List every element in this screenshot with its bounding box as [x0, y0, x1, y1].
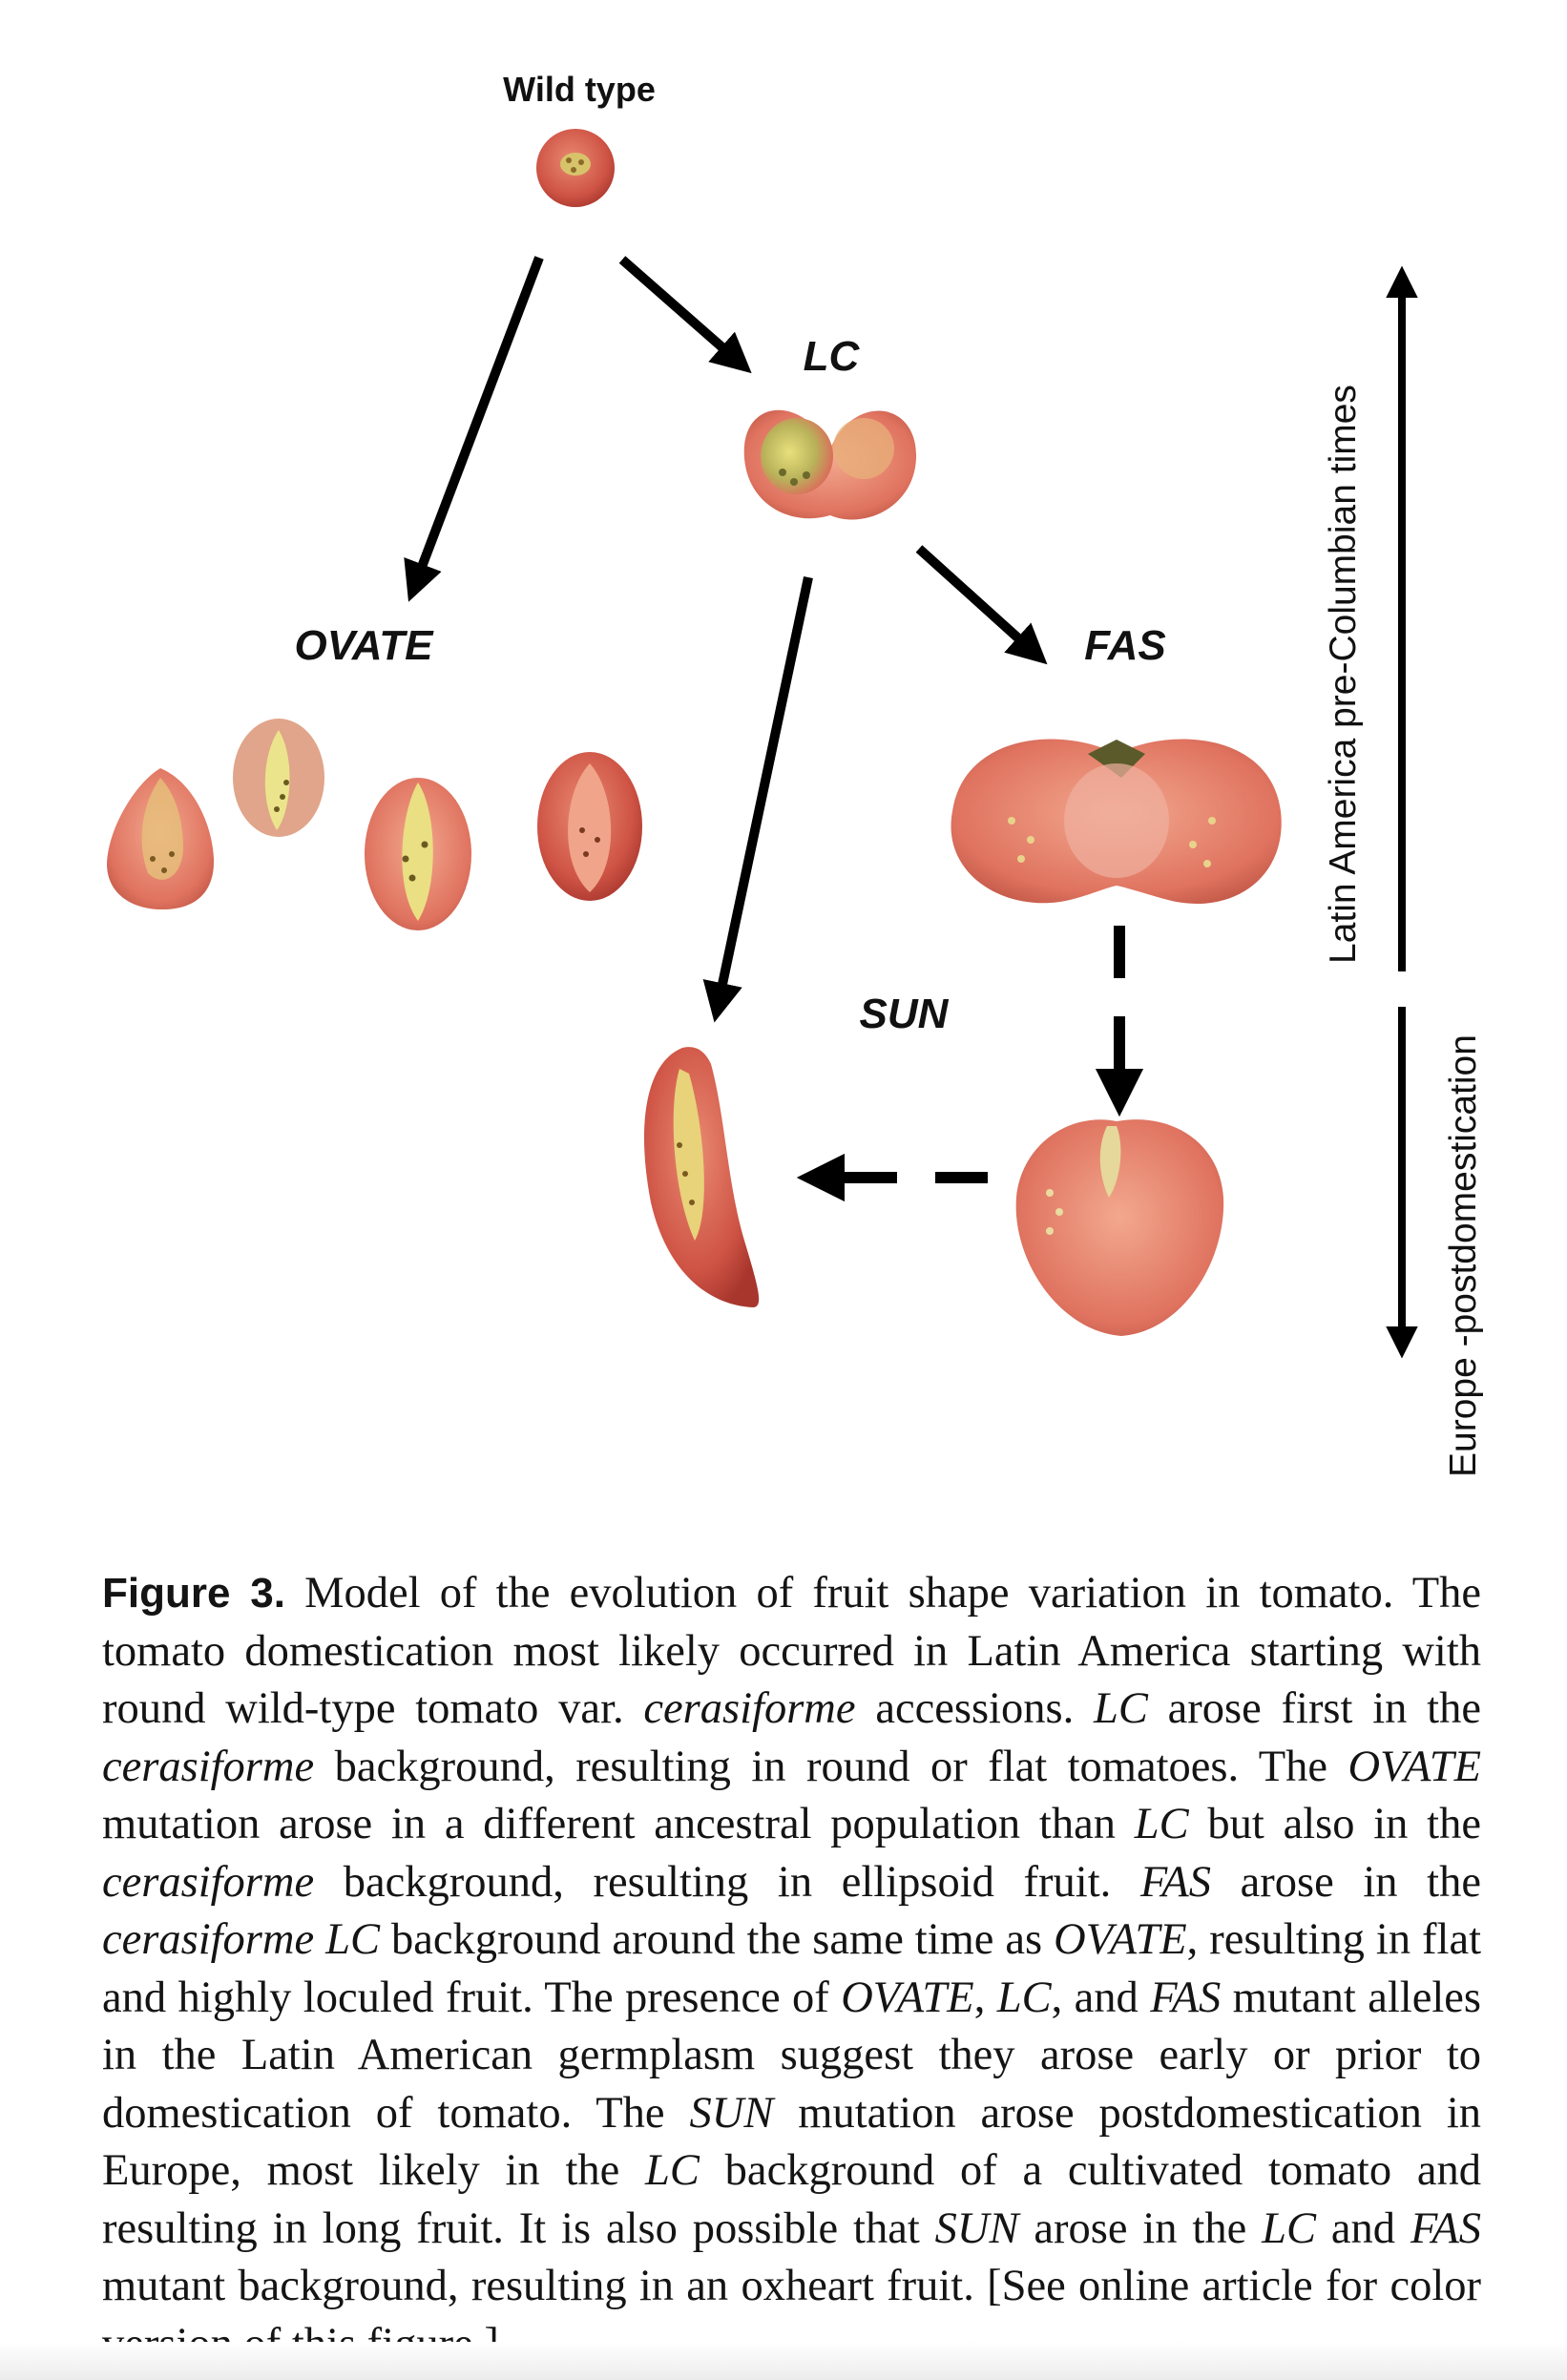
caption-italic-term: cerasiforme: [102, 1742, 315, 1791]
caption-text-segment: background, resulting in round or flat t…: [314, 1742, 1348, 1791]
caption-text-segment: arose first in the: [1147, 1684, 1481, 1733]
arrow-wildtype-to-ovate: [404, 256, 544, 602]
sun-label: SUN: [860, 991, 950, 1037]
oxheart-fruit: [1015, 1119, 1224, 1336]
caption-text-segment: arose in the: [1210, 1857, 1481, 1907]
caption-text-segment: ,: [973, 1973, 997, 2022]
caption-text-segment: mutation arose postdomestication in Euro…: [102, 2088, 1481, 2196]
fas-label: FAS: [1084, 622, 1166, 669]
caption-italic-term: OVATE: [841, 1973, 974, 2022]
figure-diagram: Wild type LC OVATE FAS SUN: [107, 70, 1484, 1477]
caption-text-segment: arose in the: [1018, 2203, 1263, 2253]
caption-text-segment: but also in the: [1188, 1800, 1481, 1848]
caption-italic-term: LC: [1134, 1800, 1189, 1848]
wild-type-fruit: [536, 129, 615, 207]
page-edge-shadow: [0, 2342, 1567, 2380]
arrow-lc-to-fas: [915, 545, 1048, 665]
arrow-wildtype-to-lc: [618, 256, 752, 374]
caption-text-segment: and: [1316, 2203, 1410, 2253]
caption-italic-term: LC: [996, 1973, 1052, 2022]
caption-italic-term: OVATE: [1054, 1915, 1187, 1964]
timeline-lower-label: Europe -postdomestication: [1443, 1034, 1484, 1477]
caption-italic-term: LC: [645, 2146, 700, 2195]
arrow-lc-to-sun: [702, 575, 813, 1023]
caption-italic-term: FAS: [1410, 2203, 1482, 2253]
caption-text-segment: background, resulting in ellipsoid fruit…: [314, 1857, 1140, 1907]
caption-text-segment: , and: [1051, 1973, 1151, 2022]
caption-italic-term: cerasiforme: [102, 1857, 315, 1907]
ovate-fruit-4: [537, 752, 642, 901]
caption-text-segment: background of a cultivated tomato and re…: [102, 2146, 1482, 2253]
ovate-fruit-1: [107, 768, 215, 909]
caption-italic-term: cerasiforme: [643, 1684, 856, 1733]
timeline-upper-label: Latin America pre-Columbian times: [1323, 385, 1364, 964]
ovate-fruit-3: [365, 778, 471, 930]
caption-text-segment: , resulting in flat and highly loculed f…: [102, 1915, 1481, 2022]
caption-italic-term: cerasiforme LC: [102, 1915, 380, 1964]
caption-italic-term: LC: [1093, 1684, 1148, 1733]
figure-caption: Figure 3. Model of the evolution of frui…: [102, 1565, 1481, 2373]
fas-fruit: [951, 739, 1282, 904]
caption-italic-term: SUN: [934, 2203, 1019, 2253]
caption-italic-term: LC: [1262, 2203, 1317, 2253]
caption-italic-term: OVATE: [1348, 1742, 1481, 1791]
ovate-label: OVATE: [294, 622, 434, 669]
caption-text-segment: background around the same time as: [379, 1915, 1055, 1964]
caption-italic-term: SUN: [689, 2088, 774, 2138]
figure-caption-text: Model of the evolution of fruit shape va…: [102, 1569, 1481, 2369]
sun-fruit: [643, 1047, 760, 1307]
wild-type-label: Wild type: [503, 70, 656, 109]
caption-text-segment: accessions.: [855, 1684, 1094, 1733]
caption-text-segment: mutant alleles in the Latin American ger…: [102, 1973, 1481, 2138]
caption-italic-term: FAS: [1150, 1973, 1222, 2022]
caption-text-segment: Model of the evolution of fruit shape va…: [102, 1569, 1481, 1733]
ovate-fruit-2: [233, 719, 324, 837]
figure-caption-label: Figure 3.: [102, 1570, 285, 1617]
lc-fruit: [743, 409, 917, 520]
lc-label: LC: [804, 333, 861, 380]
caption-text-segment: mutation arose in a different ancestral …: [102, 1800, 1135, 1848]
caption-italic-term: FAS: [1139, 1857, 1211, 1907]
